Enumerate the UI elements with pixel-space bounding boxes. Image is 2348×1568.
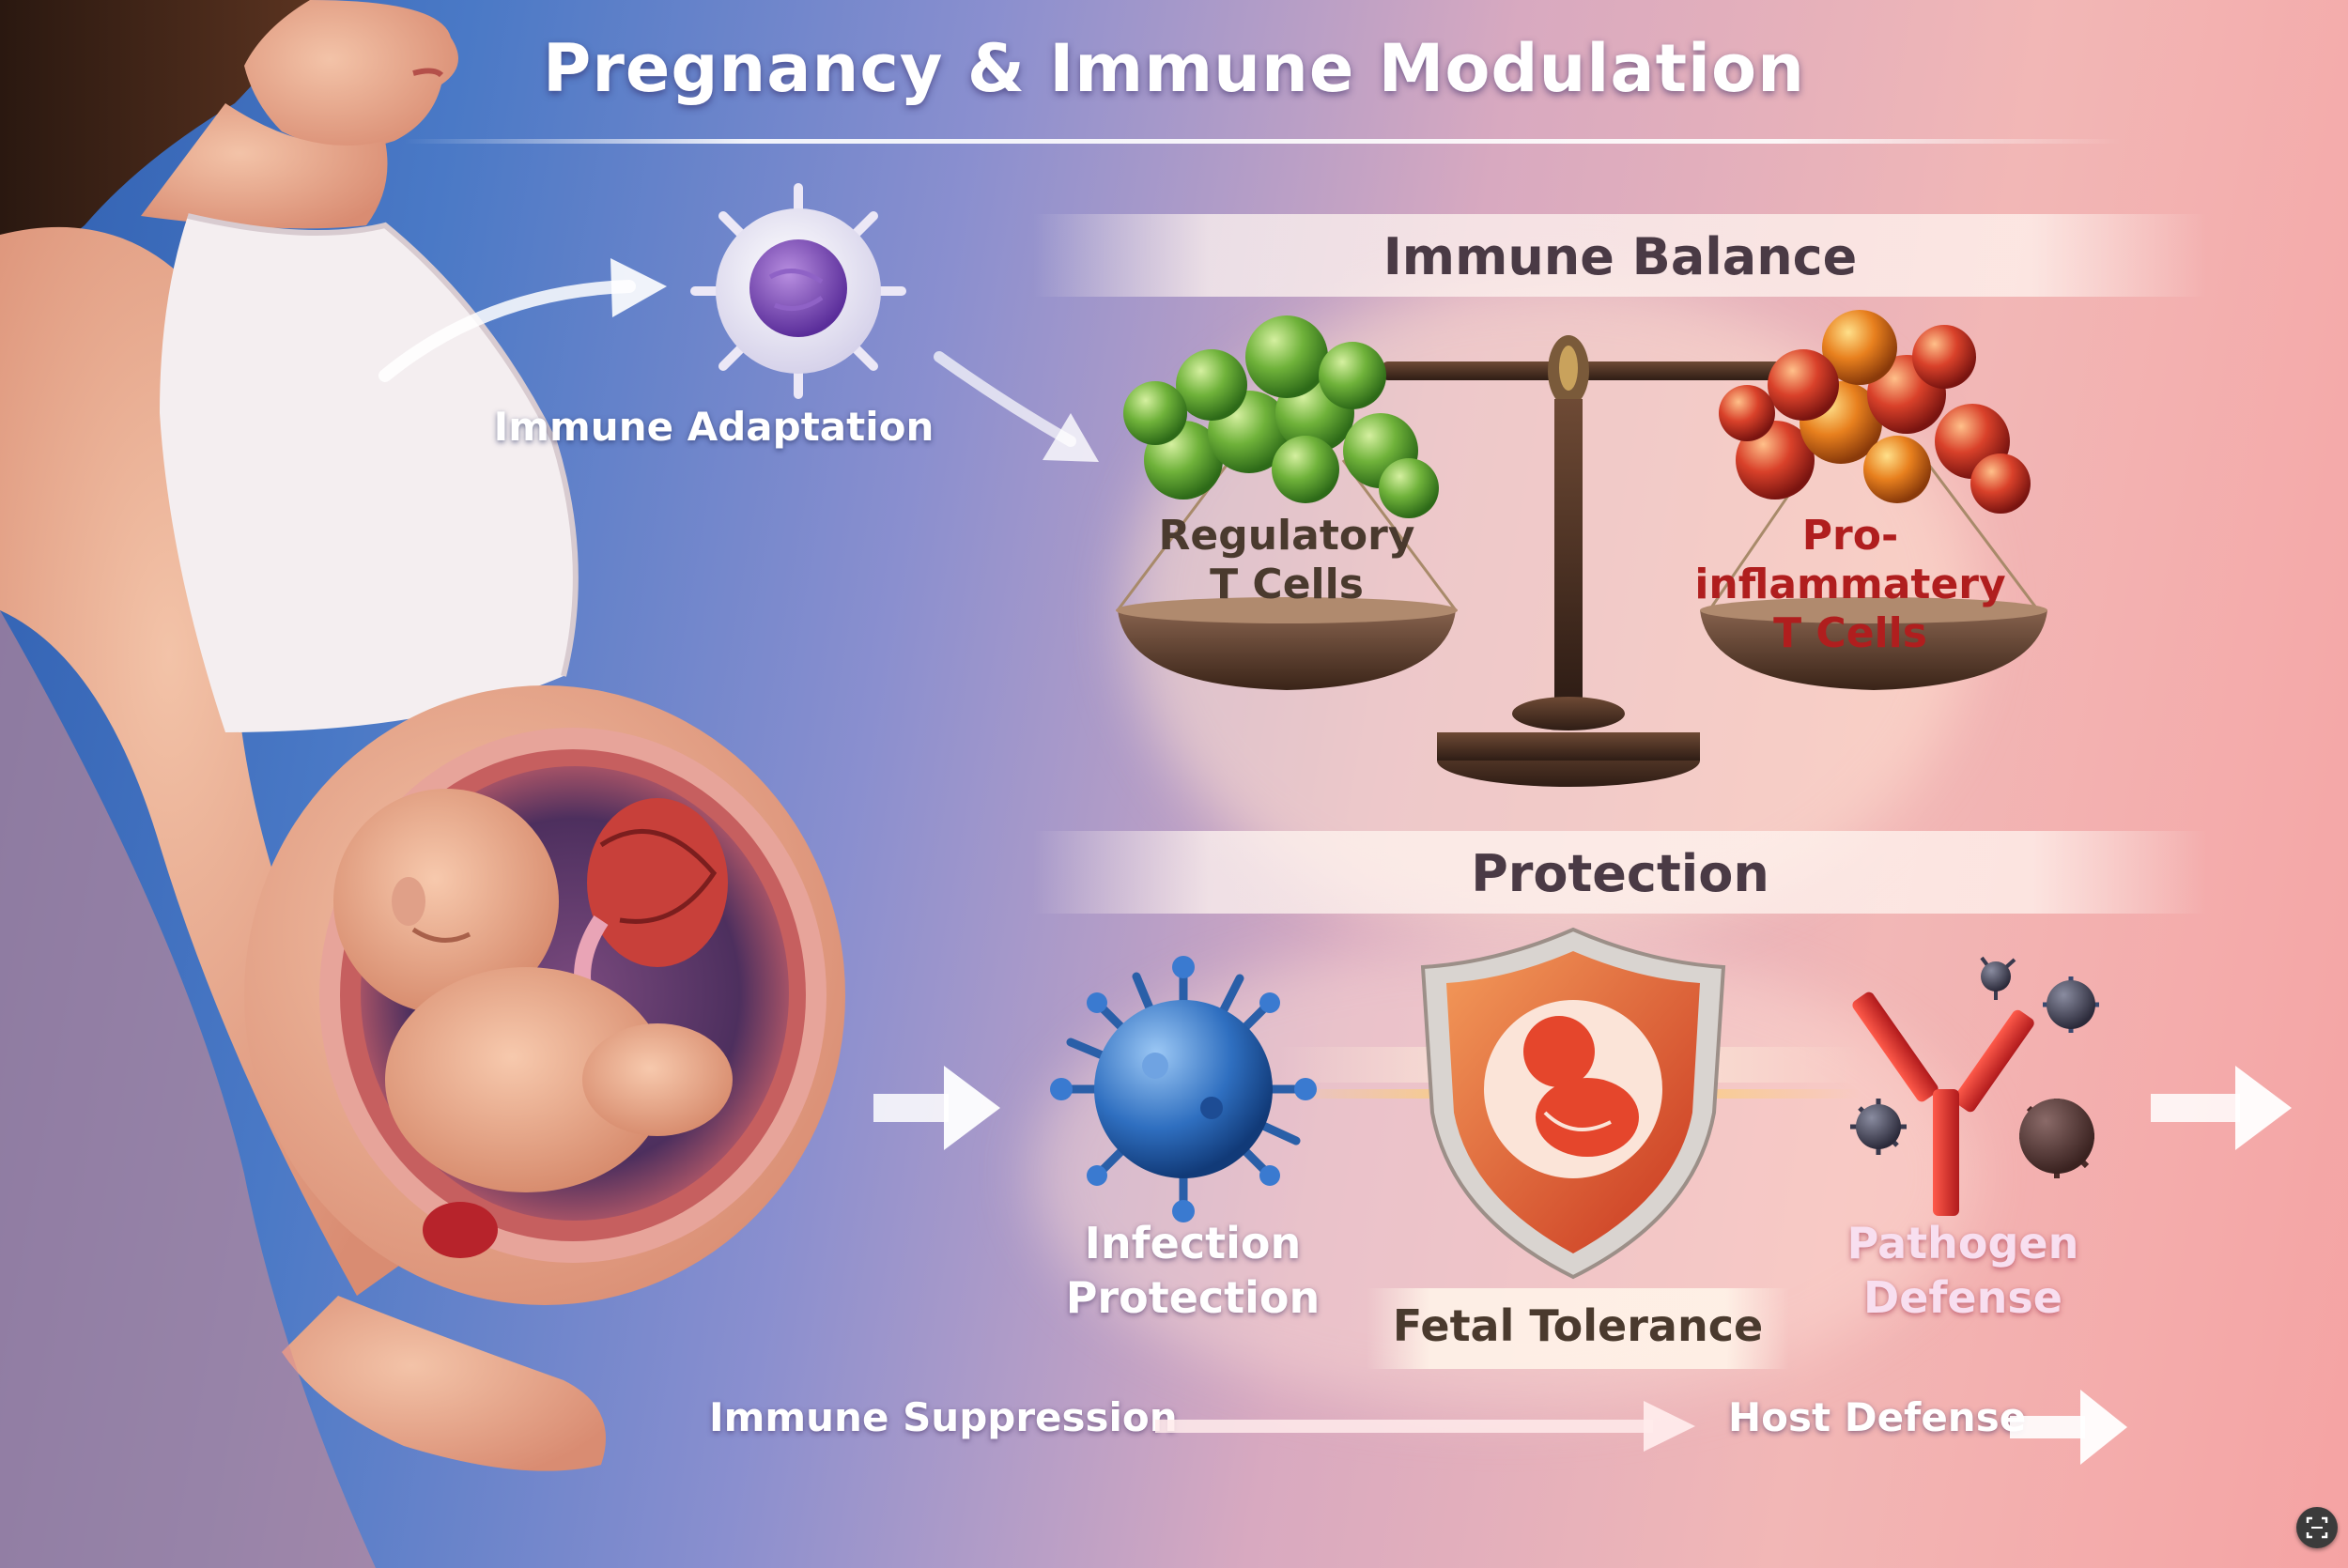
- title-divider: [404, 139, 2123, 144]
- balance-scale-icon: [1116, 310, 2047, 787]
- antibody-icon: [1850, 956, 2099, 1216]
- regulatory-line-2: T Cells: [1210, 561, 1364, 608]
- pregnant-woman-illustration: [0, 0, 845, 1568]
- fetal-tolerance-panel: [1367, 1288, 1789, 1369]
- immune-balance-band: Immune Balance: [1033, 214, 2207, 297]
- infection-line-2: Protection: [1065, 1272, 1321, 1323]
- protection-heading: Protection: [1471, 844, 1769, 903]
- adaptation-arrow-in-icon: [378, 258, 667, 382]
- regulatory-cells-cluster: [1123, 315, 1439, 518]
- virus-icon: [1050, 956, 1317, 1222]
- pathogen-icon: [1850, 956, 2099, 1178]
- adaptation-arrow-out-icon: [934, 351, 1099, 462]
- pathogen-line-2: Defense: [1863, 1272, 2062, 1323]
- regulatory-line-1: Regulatory: [1158, 512, 1415, 560]
- immune-adaptation-label: Immune Adaptation: [493, 404, 935, 450]
- arrow-icon-right: [2151, 1066, 2292, 1150]
- immune-suppression-label: Immune Suppression: [709, 1394, 1178, 1440]
- infection-protection-label: Infection Protection: [1052, 1216, 1334, 1325]
- immune-cell-icon: [690, 183, 906, 399]
- proinflammatory-t-cells-label: Pro-inflammatery T Cells: [1653, 512, 2047, 658]
- infographic-title: Pregnancy & Immune Modulation: [543, 30, 1805, 107]
- host-defense-label: Host Defense: [1728, 1394, 2027, 1440]
- pathogen-defense-label: Pathogen Defense: [1822, 1216, 2104, 1325]
- image-scan-button[interactable]: [2296, 1507, 2338, 1548]
- immune-balance-heading: Immune Balance: [1383, 227, 1858, 286]
- proinflammatory-cells-cluster: [1719, 310, 2031, 514]
- arrow-icon-left: [873, 1066, 1000, 1150]
- fetal-tolerance-label: Fetal Tolerance: [1392, 1300, 1764, 1351]
- protection-band: Protection: [1033, 831, 2207, 914]
- proinflammatory-line-2: T Cells: [1773, 609, 1927, 657]
- pathogen-line-1: Pathogen: [1846, 1218, 2079, 1268]
- scan-icon: [2306, 1516, 2328, 1539]
- host-defense-arrow-icon: [2010, 1390, 2127, 1465]
- suppression-arrow-icon: [1155, 1401, 1695, 1452]
- infection-line-1: Infection: [1084, 1218, 1302, 1268]
- regulatory-t-cells-label: Regulatory T Cells: [1099, 512, 1475, 609]
- shield-fetus-icon: [1420, 927, 1726, 1280]
- proinflammatory-line-1: Pro-inflammatery: [1694, 512, 2006, 608]
